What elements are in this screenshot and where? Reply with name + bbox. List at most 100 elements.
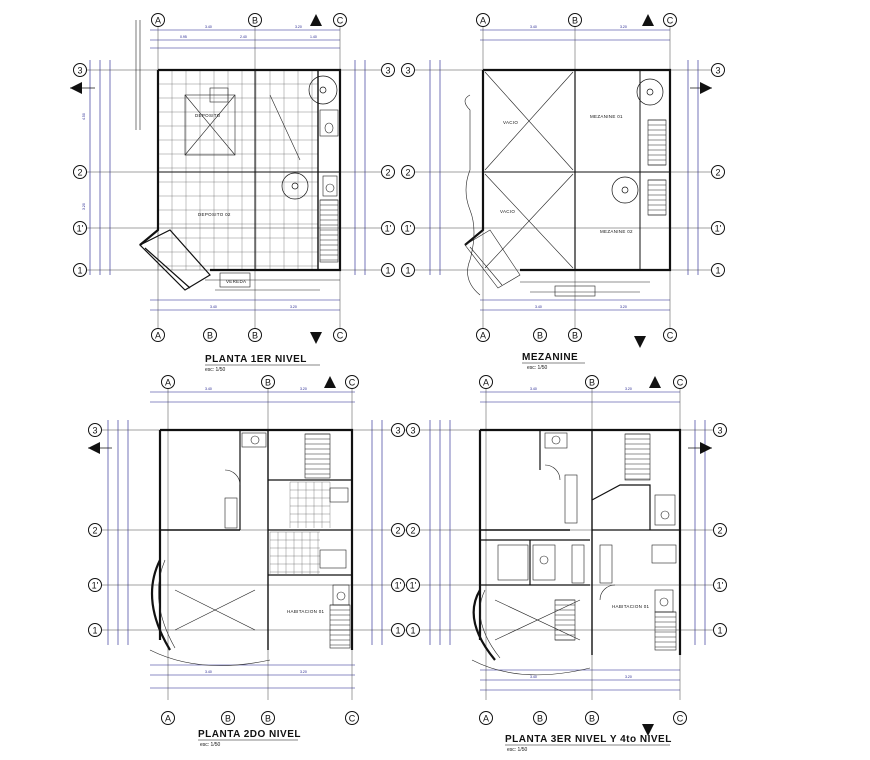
north-arrow-icon [88,376,336,454]
axis-bubble-right: 3 [391,423,405,437]
room-label: VACIO [500,209,515,214]
svg-text:3: 3 [715,66,720,76]
svg-text:C: C [677,378,684,388]
axis-bubble-top: A [479,375,493,389]
axis-bubble-bottom: B [533,711,547,725]
svg-text:B: B [207,331,213,341]
axis-bubble-left: 1 [401,263,415,277]
svg-text:2: 2 [405,168,410,178]
axis-bubble-top: A [476,13,490,27]
axis-bubble-right: 1 [381,263,395,277]
axis-bubble-right: 3 [713,423,727,437]
svg-text:1': 1' [92,581,99,591]
axis-bubble-left: 3 [406,423,420,437]
axis-bubble-left: 1' [88,578,102,592]
room-label: MEZANINE 02 [600,229,633,234]
svg-text:3: 3 [92,426,97,436]
svg-text:3: 3 [385,66,390,76]
axis-bubble-left: 3 [88,423,102,437]
room-label: HABITACION 01 [612,604,650,609]
svg-text:A: A [483,378,489,388]
svg-text:1: 1 [77,266,82,276]
axis-bubble-left: 3 [73,63,87,77]
svg-text:3.20: 3.20 [295,25,302,29]
svg-text:1: 1 [92,626,97,636]
svg-text:C: C [337,16,344,26]
svg-text:1': 1' [410,581,417,591]
north-arrow-icon [634,14,712,348]
axis-bubble-top: C [663,13,677,27]
svg-text:A: A [155,16,161,26]
axis-bubble-right: 2 [713,523,727,537]
svg-text:C: C [349,378,356,388]
axis-bubble-bottom: B [248,328,262,342]
axis-bubble-left: 1' [406,578,420,592]
axis-bubble-right: 1 [711,263,725,277]
svg-text:1: 1 [715,266,720,276]
north-arrow-icon [70,14,322,344]
svg-text:2: 2 [410,526,415,536]
axis-bubble-left: 1' [401,221,415,235]
axis-bubble-right: 1 [713,623,727,637]
svg-text:1': 1' [715,224,722,234]
axis-bubble-right: 1' [713,578,727,592]
svg-text:3.40: 3.40 [210,305,217,309]
axis-bubble-bottom: A [479,711,493,725]
svg-text:A: A [165,378,171,388]
svg-text:3.20: 3.20 [82,203,86,210]
svg-text:B: B [572,16,578,26]
svg-text:2: 2 [385,168,390,178]
svg-text:3: 3 [717,426,722,436]
svg-text:3.40: 3.40 [205,670,212,674]
svg-text:3.40: 3.40 [530,387,537,391]
axis-bubble-bottom: C [673,711,687,725]
axis-bubble-bottom: A [476,328,490,342]
svg-text:3.40: 3.40 [530,25,537,29]
axis-bubble-left: 2 [401,165,415,179]
svg-text:1': 1' [385,224,392,234]
plan-title: MEZANINE [522,352,578,363]
axis-bubble-right: 3 [381,63,395,77]
svg-text:A: A [165,714,171,724]
axis-bubble-top: C [345,375,359,389]
svg-text:3.40: 3.40 [205,25,212,29]
north-arrow-icon [642,376,712,736]
room-label: VACIO [503,120,518,125]
axis-bubble-right: 2 [391,523,405,537]
svg-text:C: C [349,714,356,724]
axis-bubble-top: B [568,13,582,27]
room-label: MEZANINE 01 [590,114,623,119]
axis-bubble-left: 1 [406,623,420,637]
axis-bubble-top: B [248,13,262,27]
svg-text:A: A [480,16,486,26]
axis-bubble-bottom: B [585,711,599,725]
svg-text:3.20: 3.20 [290,305,297,309]
axis-bubble-right: 1' [391,578,405,592]
plan-scale: esc: 1/50 [507,747,528,753]
svg-text:1: 1 [395,626,400,636]
room-label: HABITACION 01 [287,609,325,614]
axis-bubble-left: 1 [88,623,102,637]
axis-bubble-left: 2 [73,165,87,179]
svg-text:B: B [265,378,271,388]
svg-text:B: B [252,331,258,341]
svg-text:B: B [252,16,258,26]
axis-bubble-top: B [585,375,599,389]
svg-text:B: B [589,714,595,724]
room-label: DEPOSITO 02 [198,212,231,217]
svg-text:B: B [225,714,231,724]
svg-text:B: B [537,714,543,724]
svg-text:2: 2 [395,526,400,536]
axis-bubble-bottom: C [333,328,347,342]
svg-text:B: B [265,714,271,724]
axis-bubble-top: C [333,13,347,27]
svg-text:C: C [677,714,684,724]
plan-title: PLANTA 3ER NIVEL Y 4to NIVEL [505,734,672,745]
axis-bubble-top: A [151,13,165,27]
axis-bubble-bottom: B [568,328,582,342]
svg-text:3.20: 3.20 [300,387,307,391]
